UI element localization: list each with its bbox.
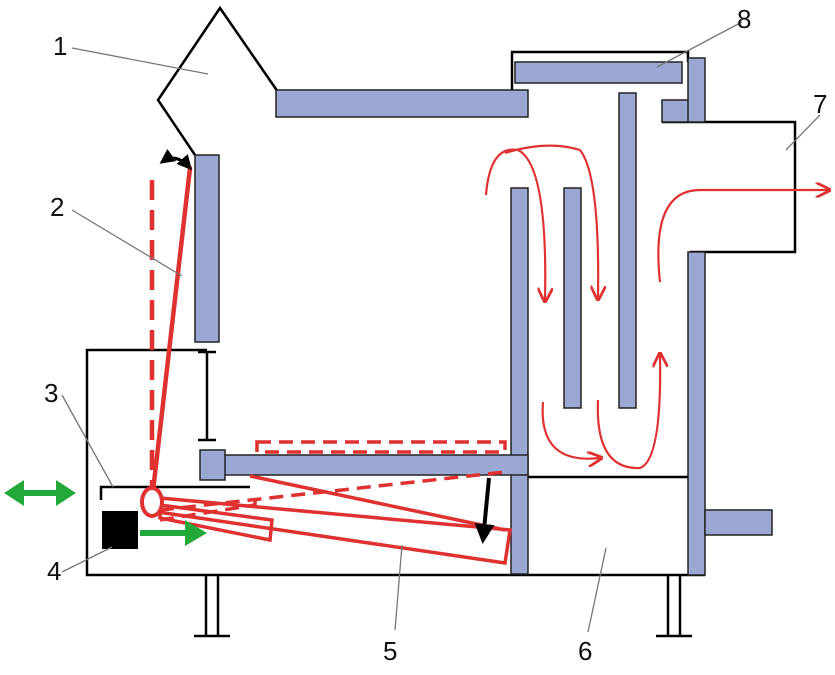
fuel-door [149, 165, 193, 503]
partition-wall [510, 187, 529, 575]
number-labels: 1 2 3 4 5 6 7 8 [44, 4, 827, 666]
label-5: 5 [383, 636, 397, 666]
door-swing-arrow [159, 148, 192, 171]
pivot [140, 486, 164, 518]
drive-motor [102, 511, 138, 549]
label-1: 1 [53, 31, 67, 61]
boiler-walls [194, 57, 773, 576]
label-4: 4 [47, 556, 61, 586]
grate-upper-dashed [255, 440, 507, 454]
top-wall [275, 89, 529, 118]
grate-front [199, 449, 226, 481]
flue-right-post [687, 57, 706, 123]
label-2: 2 [50, 192, 64, 222]
boiler-body-outline [85, 5, 797, 638]
label-8: 8 [737, 4, 751, 34]
grate-tilt-arrow [474, 477, 495, 544]
door-shift-arrow [4, 480, 76, 506]
movement-arrows [4, 480, 207, 546]
gas-flow [484, 144, 828, 470]
drive-push-arrow [140, 520, 207, 546]
outlet-stub [704, 509, 773, 536]
mechanism [102, 148, 513, 565]
grate-tilted [156, 496, 513, 565]
label-7: 7 [813, 89, 827, 119]
baffle-long [618, 92, 637, 409]
baffle-short [563, 187, 582, 409]
grate-bar [204, 454, 529, 476]
label-6: 6 [578, 636, 592, 666]
front-wall [194, 154, 220, 343]
label-3: 3 [44, 378, 58, 408]
rear-wall [687, 251, 706, 576]
leader-lines [61, 21, 821, 633]
flue-cap-bar [514, 61, 683, 84]
